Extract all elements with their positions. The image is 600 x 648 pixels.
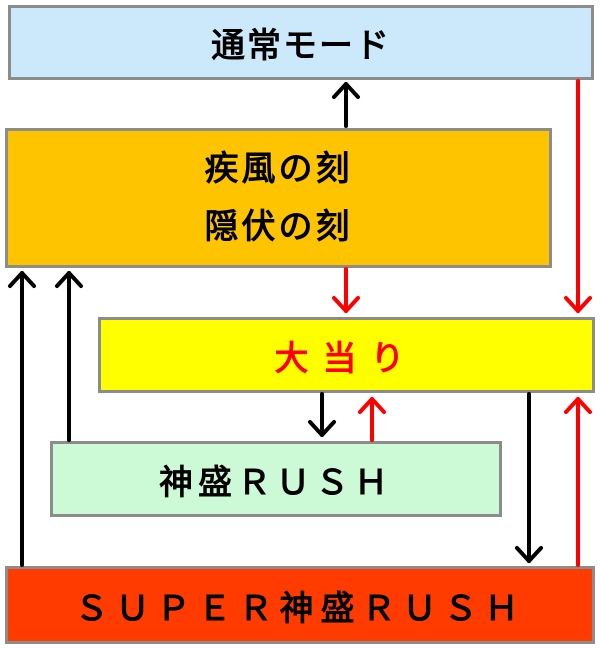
node-hayate-inpuku: 疾風の刻 隠伏の刻: [5, 128, 552, 268]
node-inpuku-label: 隠伏の刻: [204, 207, 353, 247]
edge-normal-to-jackpot-head: [564, 296, 592, 313]
edge-jackpot-to-super-rush-head: [515, 546, 543, 563]
node-jackpot: 大当り: [98, 317, 595, 393]
node-shinmori-rush-label: 神盛ＲＵＳＨ: [159, 462, 393, 503]
edge-hayate-to-normal-head: [332, 82, 360, 99]
edge-super-rush-to-hayate-head: [8, 271, 36, 288]
edge-rush-to-jackpot-head: [358, 397, 386, 414]
edge-super-rush-to-jackpot-head: [564, 397, 592, 414]
edge-hayate-to-jackpot-head: [332, 296, 360, 313]
node-super-shinmori-rush-label: ＳＵＰＥＲ神盛ＲＵＳＨ: [74, 588, 526, 629]
edge-jackpot-to-rush-head: [308, 420, 336, 437]
node-super-shinmori-rush: ＳＵＰＥＲ神盛ＲＵＳＨ: [5, 566, 595, 644]
node-normal-mode: 通常モード: [8, 5, 594, 80]
node-jackpot-label: 大当り: [274, 338, 419, 379]
node-shinmori-rush: 神盛ＲＵＳＨ: [50, 441, 502, 517]
node-hayate-label: 疾風の刻: [204, 149, 353, 189]
node-normal-mode-label: 通常モード: [211, 26, 391, 66]
edge-rush-to-hayate-head: [55, 271, 83, 288]
